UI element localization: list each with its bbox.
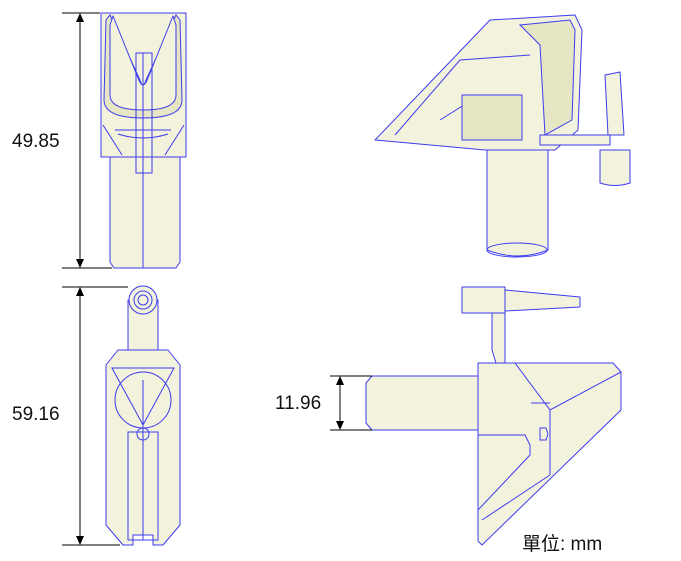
dimension-label-front-height: 49.85 [12,131,60,152]
unit-label: 單位: mm [522,533,602,555]
side-view [105,285,181,546]
dimension-side-height: 59.16 [12,286,128,546]
dimension-label-cylinder-diameter: 11.96 [275,393,321,414]
dimension-cylinder-diameter: 11.96 [275,375,372,431]
dimension-label-side-height: 59.16 [12,404,60,425]
isometric-view [374,14,631,258]
right-view [365,286,622,546]
front-view [100,12,187,269]
dimension-front-height: 49.85 [12,12,112,269]
